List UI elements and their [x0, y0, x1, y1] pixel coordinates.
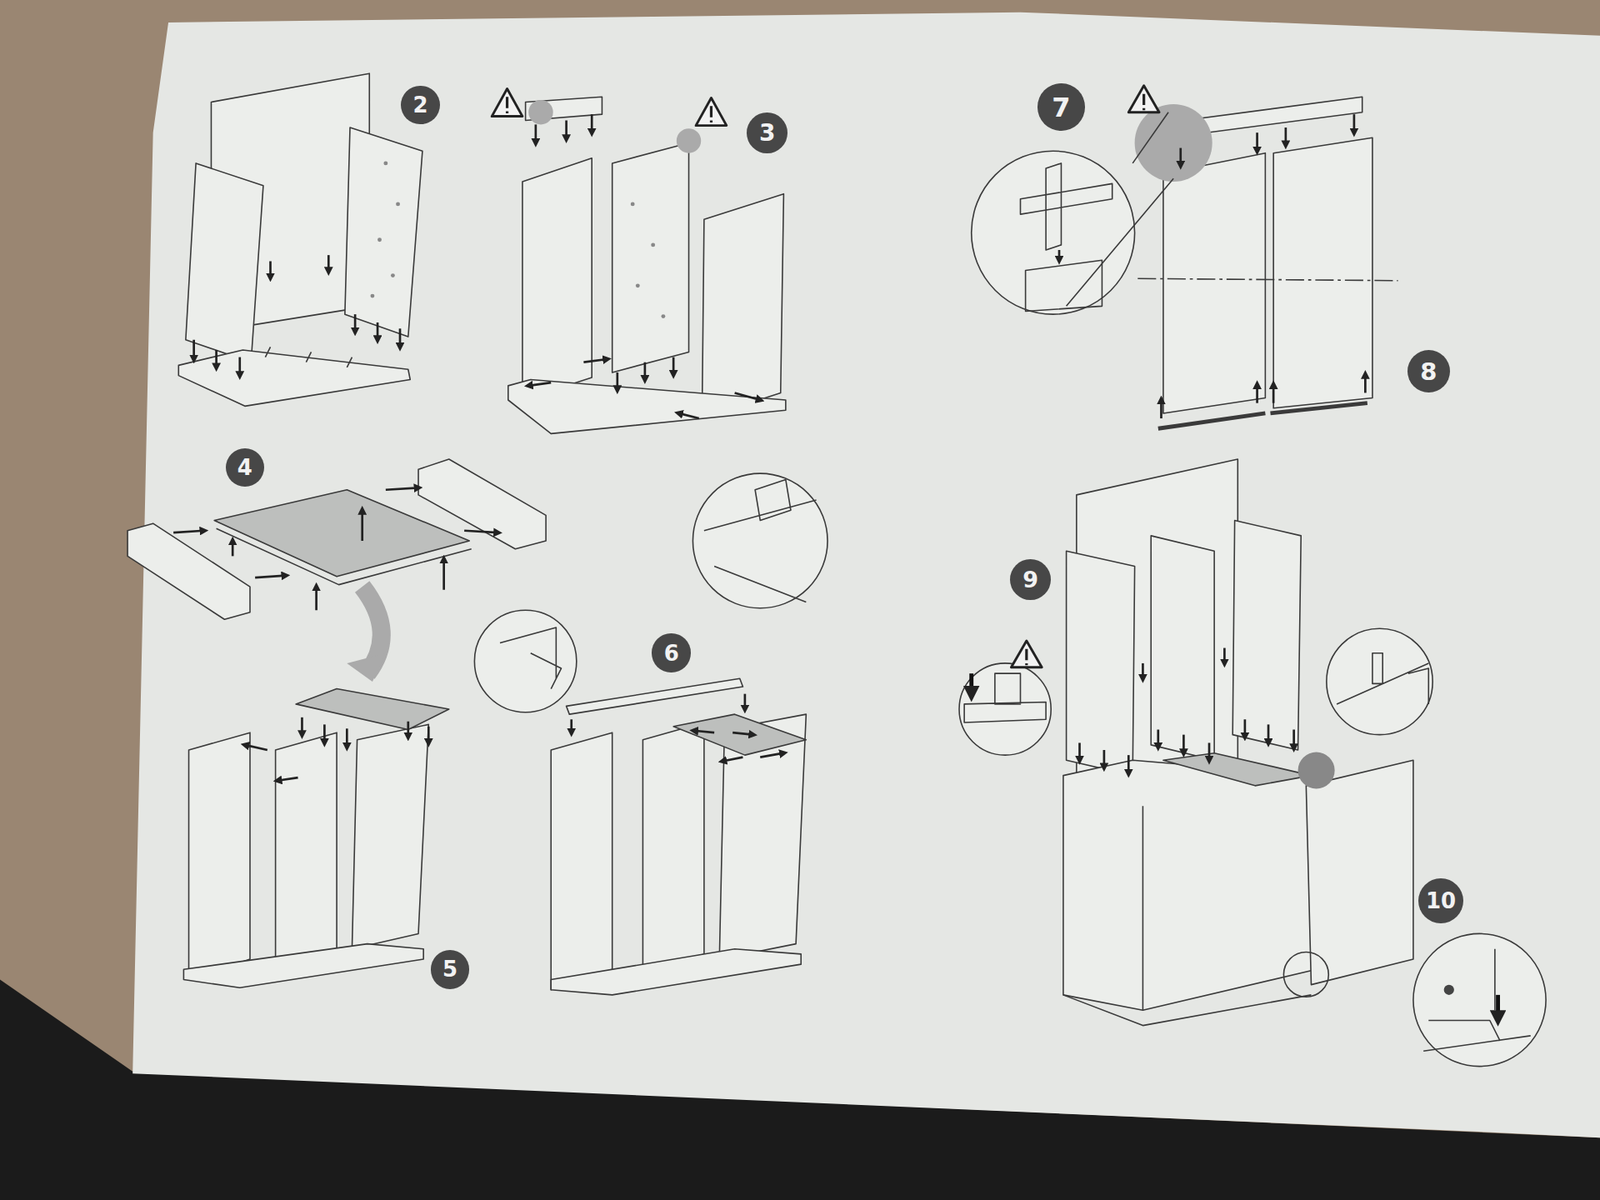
step-number: 3 [759, 119, 775, 147]
step-number-circle: 4 [225, 448, 265, 488]
step-number-circle: 10 [1418, 878, 1464, 924]
step-number: 8 [1420, 357, 1437, 386]
step-number: 9 [1022, 566, 1039, 593]
step-number: 6 [664, 640, 680, 666]
step-number: 7 [1051, 91, 1070, 124]
step-number-circle: 2 [400, 85, 440, 125]
step-number: 10 [1425, 888, 1456, 914]
step-number: 2 [412, 92, 428, 118]
step-number-circle: 8 [1407, 350, 1450, 393]
step-number-circle: 5 [430, 950, 470, 990]
step-number: 4 [237, 455, 253, 480]
step-number-circle: 7 [1037, 83, 1085, 130]
step-number-circle: 3 [746, 112, 788, 154]
step-number: 5 [442, 956, 458, 982]
step-number-circle: 6 [651, 633, 691, 673]
step-number-circle: 9 [1010, 559, 1051, 600]
